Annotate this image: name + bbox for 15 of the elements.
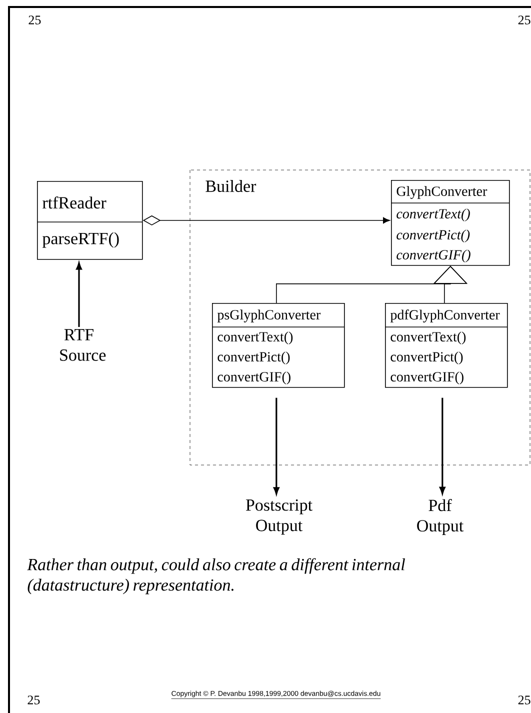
output-label: RTF Source xyxy=(60,329,106,361)
class-box: rtfReader parseRTF() xyxy=(36,181,143,260)
page-number: 25 xyxy=(28,16,41,24)
class-box: pdfGlyphConverter convertText() convertPict() convertGIF() xyxy=(384,303,508,388)
output-label: Pdf Output xyxy=(417,499,464,535)
arrow xyxy=(273,398,280,494)
arrow xyxy=(439,398,446,494)
class-box: GlyphConverter convertText() convertPict() convertGIF() xyxy=(390,180,510,266)
arrow xyxy=(76,262,82,327)
page-number: 25 xyxy=(518,696,530,704)
page-number: 25 xyxy=(28,696,40,704)
page-number: 25 xyxy=(518,16,530,24)
note-text: Rather than output, could also create a different internal (datastructure) representation. xyxy=(27,558,405,594)
output-label: Postscript Output xyxy=(246,499,312,535)
class-box: psGlyphConverter convertText() convertPict() convertGIF() xyxy=(212,303,345,388)
